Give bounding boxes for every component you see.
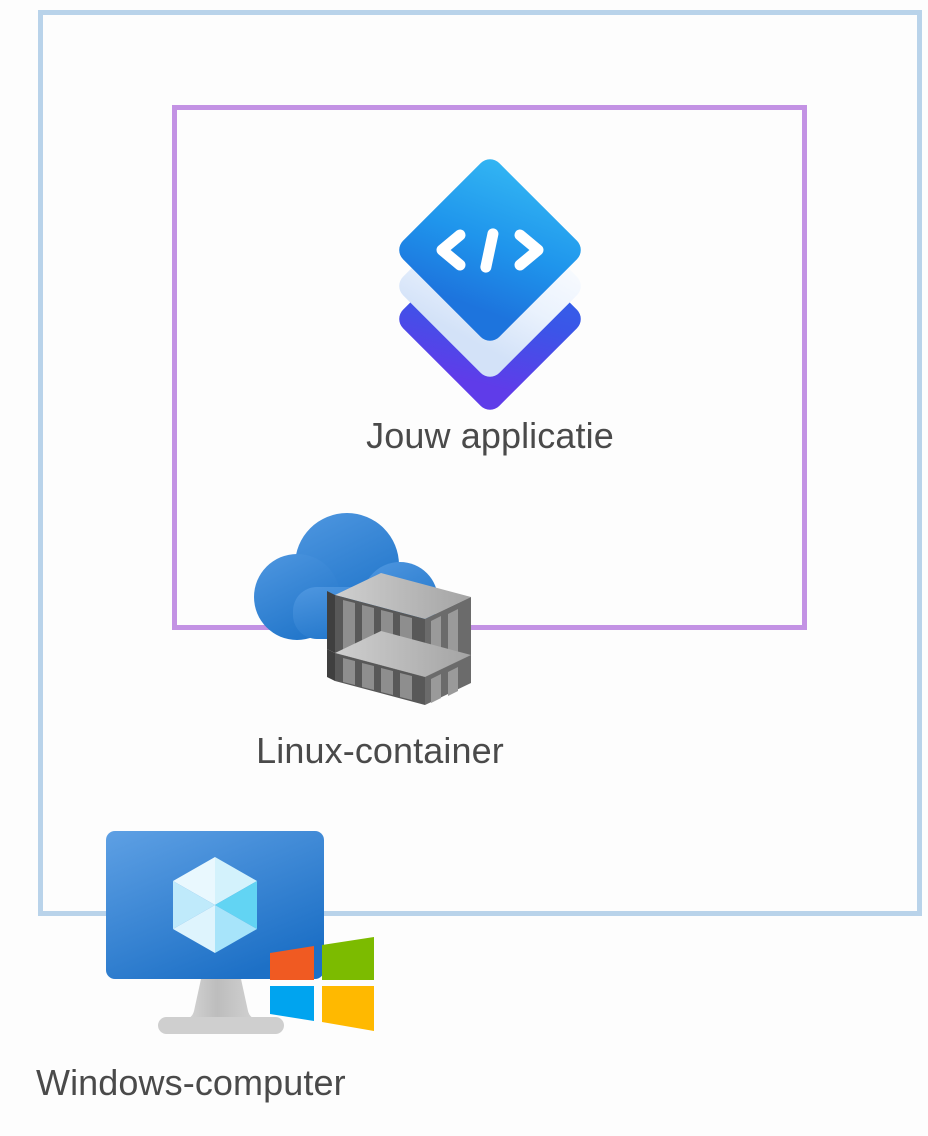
node-app-label: Jouw applicatie: [366, 415, 614, 456]
host-boundary-rectangle: [38, 10, 922, 916]
stacked-layers-code-icon: [371, 159, 609, 410]
container-boundary-rectangle: [172, 105, 807, 630]
node-windows: Windows-computer: [30, 825, 410, 1115]
node-linux-label: Linux-container: [256, 730, 504, 771]
node-app: Jouw applicatie: [340, 159, 640, 468]
node-linux: Linux-container: [230, 505, 530, 775]
monitor-vm-windows-icon: [98, 825, 388, 1040]
cloud-containers-icon: [235, 505, 475, 715]
node-windows-label: Windows-computer: [36, 1062, 346, 1103]
